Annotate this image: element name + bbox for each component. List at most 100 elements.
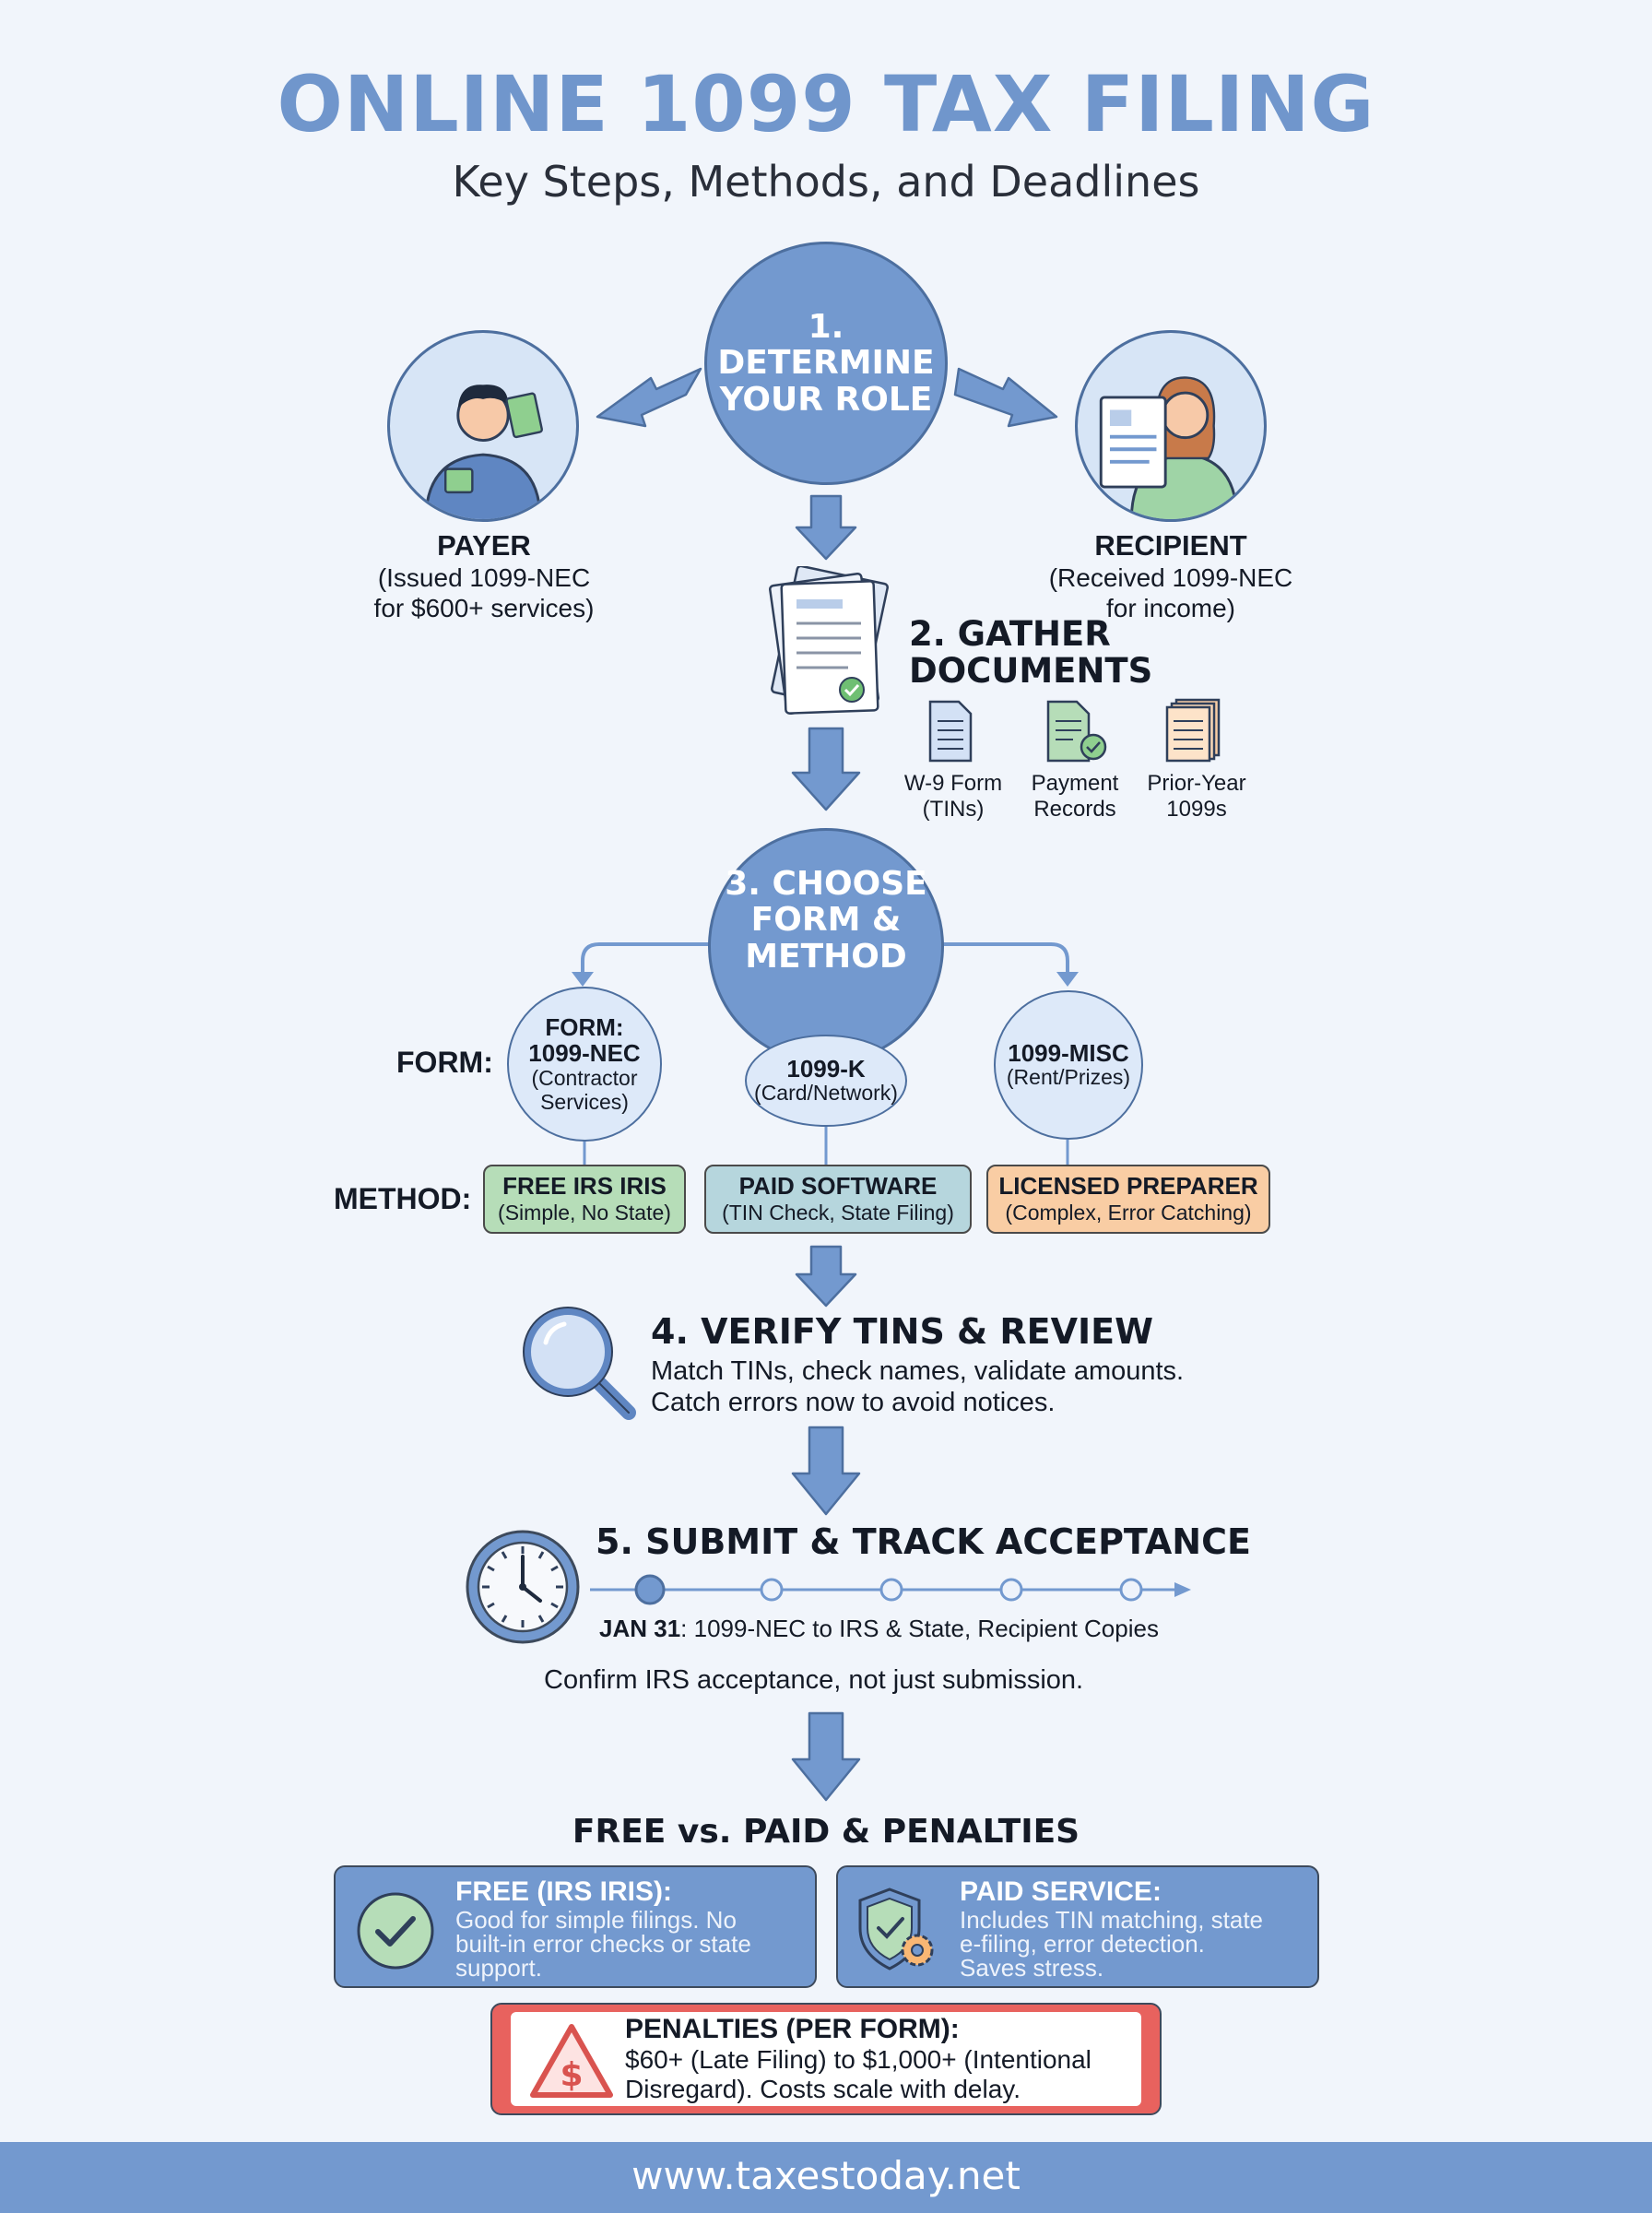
step3-title-line3: METHOD	[745, 937, 907, 976]
paid-card-line3: Saves stress.	[960, 1954, 1104, 1982]
arrow-to-recipient-icon	[953, 367, 1058, 428]
form-row-label: FORM:	[396, 1046, 493, 1079]
clock-icon	[466, 1530, 580, 1644]
step5-note: Confirm IRS acceptance, not just submiss…	[544, 1665, 1084, 1695]
doc-w9-label: W-9 Form (TINs)	[889, 771, 1018, 822]
svg-text:$: $	[560, 2056, 583, 2094]
form-nec-line3: (Contractor	[531, 1065, 638, 1090]
footer-bar	[0, 2142, 1652, 2213]
method-paid-software: PAID SOFTWARE (TIN Check, State Filing)	[704, 1165, 972, 1234]
method-free-iris: FREE IRS IRIS (Simple, No State)	[483, 1165, 686, 1234]
step4-line2: Catch errors now to avoid notices.	[651, 1387, 1056, 1417]
shield-gear-icon	[858, 1888, 934, 1970]
method-free-desc: (Simple, No State)	[498, 1201, 671, 1225]
arrow-down-5-icon	[791, 1711, 861, 1802]
form-nec-line1: FORM:	[545, 1012, 624, 1041]
payment-records-icon	[1046, 700, 1107, 763]
doc-w9-line1: W-9 Form	[903, 771, 1003, 796]
step3-title-line1: 3. CHOOSE	[725, 864, 927, 903]
payer-desc-line1: (Issued 1099-NEC	[377, 563, 591, 592]
free-card-line1: Good for simple filings. No	[455, 1906, 737, 1934]
comparison-title: FREE vs. PAID & PENALTIES	[572, 1813, 1080, 1851]
step5-deadline: JAN 31: 1099-NEC to IRS & State, Recipie…	[599, 1615, 1159, 1643]
method-licensed-preparer: LICENSED PREPARER (Complex, Error Catchi…	[986, 1165, 1270, 1234]
payer-text: PAYER (Issued 1099-NEC for $600+ service…	[318, 529, 650, 623]
penalties-title: PENALTIES (PER FORM):	[625, 2014, 960, 2044]
doc-payment-line2: Records	[1033, 796, 1116, 822]
method-paid-title: PAID SOFTWARE	[738, 1172, 938, 1200]
free-card-title: FREE (IRS IRIS):	[455, 1876, 673, 1907]
payer-avatar	[387, 330, 579, 522]
recipient-desc-line2: for income)	[1105, 594, 1236, 623]
step2-title-line2: DOCUMENTS	[909, 650, 1153, 691]
payer-label: PAYER	[437, 529, 531, 562]
form-k-line2: (Card/Network)	[754, 1081, 898, 1106]
arrow-down-2-icon	[791, 727, 861, 811]
method-free-title: FREE IRS IRIS	[502, 1172, 667, 1200]
free-card-line2: built-in error checks or state	[455, 1930, 751, 1958]
paid-card-title: PAID SERVICE:	[960, 1876, 1162, 1907]
method-row-label: METHOD:	[334, 1182, 472, 1215]
footer-url[interactable]: www.taxestoday.net	[631, 2153, 1021, 2198]
free-card: FREE (IRS IRIS): Good for simple filings…	[334, 1865, 817, 1988]
free-card-text: FREE (IRS IRIS): Good for simple filings…	[455, 1876, 806, 1980]
penalties-line2: Disregard). Costs scale with delay.	[625, 2075, 1021, 2104]
paid-card-text: PAID SERVICE: Includes TIN matching, sta…	[960, 1876, 1310, 1980]
form-nec-line2: 1099-NEC	[528, 1039, 641, 1068]
form-k-line1: 1099-K	[786, 1054, 866, 1083]
step1-title-line1: DETERMINE	[717, 344, 935, 383]
doc-payment-line1: Payment	[1031, 771, 1119, 796]
step5-title: 5. SUBMIT & TRACK ACCEPTANCE	[596, 1521, 1251, 1562]
deadline-date: JAN 31	[599, 1615, 681, 1642]
form-misc-line1: 1099-MISC	[1008, 1038, 1129, 1067]
step3-title-line2: FORM &	[750, 901, 902, 940]
form-1099-misc: 1099-MISC (Rent/Prizes)	[994, 990, 1143, 1140]
penalties-line1: $60+ (Late Filing) to $1,000+ (Intention…	[625, 2045, 1092, 2074]
step1-circle: 1. DETERMINE YOUR ROLE	[704, 242, 948, 485]
step2-title-line1: 2. GATHER	[909, 614, 1111, 654]
payer-person-icon	[424, 385, 543, 519]
deadline-text: : 1099-NEC to IRS & State, Recipient Cop…	[680, 1615, 1159, 1642]
step4-title: 4. VERIFY TINS & REVIEW	[651, 1311, 1154, 1352]
step1-title-line2: YOUR ROLE	[719, 380, 933, 419]
method-preparer-desc: (Complex, Error Catching)	[1005, 1201, 1252, 1225]
form-misc-line2: (Rent/Prizes)	[1006, 1065, 1131, 1090]
method-paid-desc: (TIN Check, State Filing)	[722, 1201, 954, 1225]
doc-payment-label: Payment Records	[1010, 771, 1139, 822]
penalties-card-inner: $ PENALTIES (PER FORM): $60+ (Late Filin…	[511, 2012, 1141, 2106]
warning-dollar-icon: $	[530, 2024, 613, 2098]
documents-stack-icon	[769, 566, 889, 716]
step4-text: 4. VERIFY TINS & REVIEW Match TINs, chec…	[651, 1313, 1184, 1419]
step2-title: 2. GATHER DOCUMENTS	[909, 616, 1152, 689]
doc-prior-year-line2: 1099s	[1166, 796, 1227, 822]
penalties-card: $ PENALTIES (PER FORM): $60+ (Late Filin…	[490, 2003, 1162, 2115]
penalties-text: PENALTIES (PER FORM): $60+ (Late Filing)…	[625, 2014, 1141, 2104]
doc-w9-line2: (TINs)	[922, 796, 985, 822]
check-icon	[357, 1892, 434, 1970]
recipient-desc-line1: (Received 1099-NEC	[1048, 563, 1293, 592]
step1-number: 1.	[808, 307, 844, 346]
arrow-down-4-icon	[791, 1426, 861, 1516]
paid-card-line2: e-filing, error detection.	[960, 1930, 1205, 1958]
form-1099-k: 1099-K (Card/Network)	[745, 1035, 907, 1127]
prior-year-forms-icon	[1165, 698, 1221, 763]
arrow-to-payer-icon	[596, 367, 702, 428]
paid-card: PAID SERVICE: Includes TIN matching, sta…	[836, 1865, 1319, 1988]
magnifying-glass-icon	[523, 1307, 636, 1420]
arrow-down-3-icon	[795, 1245, 857, 1308]
w9-document-icon	[928, 700, 973, 763]
step3-circle: 3. CHOOSE FORM & METHOD	[708, 828, 944, 1064]
doc-prior-year-line1: Prior-Year	[1147, 771, 1246, 796]
method-preparer-title: LICENSED PREPARER	[998, 1172, 1258, 1200]
form-nec-line4: Services)	[540, 1089, 629, 1114]
recipient-avatar	[1075, 330, 1267, 522]
recipient-text: RECIPIENT (Received 1099-NEC for income)	[1005, 529, 1337, 623]
paid-card-line1: Includes TIN matching, state	[960, 1906, 1264, 1934]
arrow-down-1-icon	[795, 494, 857, 561]
payer-desc-line2: for $600+ services)	[373, 594, 595, 623]
doc-prior-year-label: Prior-Year 1099s	[1130, 771, 1263, 822]
step4-line1: Match TINs, check names, validate amount…	[651, 1355, 1185, 1386]
free-card-line3: support.	[455, 1954, 542, 1982]
form-1099-nec: FORM: 1099-NEC (Contractor Services)	[507, 987, 662, 1142]
